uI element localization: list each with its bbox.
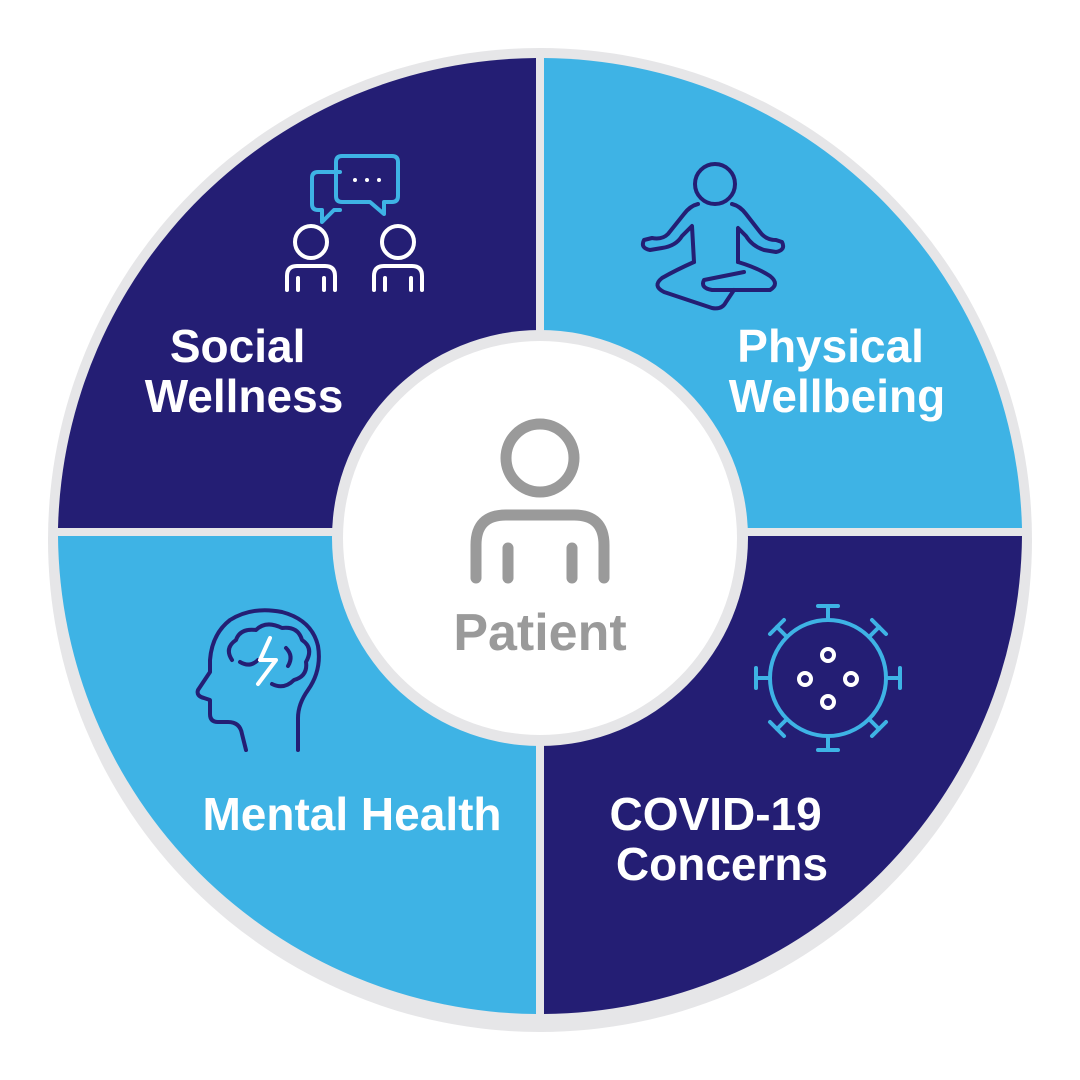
social-wellness-line2: Wellness: [145, 370, 344, 422]
physical-wellbeing-line1: Physical: [737, 320, 924, 372]
mental-health-label: Mental Health: [202, 788, 501, 840]
center-circle: [343, 341, 737, 735]
person-icon: [470, 418, 610, 584]
center-label: Patient: [453, 604, 626, 662]
covid-concerns-label: COVID-19 Concerns: [610, 788, 835, 890]
physical-wellbeing-label: Physical Wellbeing: [729, 320, 945, 422]
covid-concerns-line2: Concerns: [616, 838, 828, 890]
physical-wellbeing-line2: Wellbeing: [729, 370, 945, 422]
lightning-icon: [256, 636, 278, 686]
conversation-icon: [285, 154, 424, 292]
covid-concerns-line1: COVID-19: [610, 788, 822, 840]
virus-icon: [754, 604, 902, 752]
meditation-icon: [640, 162, 786, 311]
brain-head-icon: [195, 608, 321, 752]
social-wellness-line1: Social: [170, 320, 306, 372]
social-wellness-label: Social Wellness: [145, 320, 344, 422]
